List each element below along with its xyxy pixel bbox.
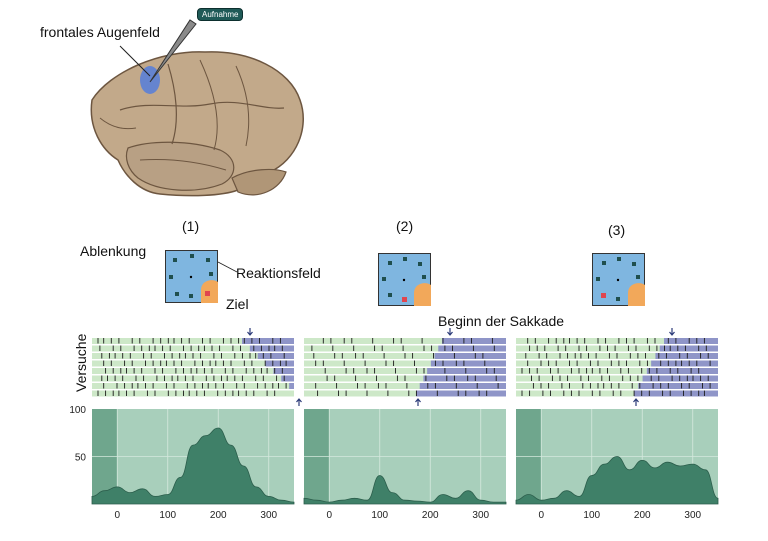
raster-row-before [516, 360, 718, 367]
x-tick-label: 100 [159, 510, 176, 521]
brain-area-label: frontales Augenfeld [40, 24, 160, 40]
panel-1-label: (1) [182, 218, 200, 234]
x-tick-label: 300 [260, 510, 277, 521]
raster-row-after [416, 390, 506, 397]
saccade-arrow-bottom [633, 398, 639, 406]
x-tick-label: 0 [326, 510, 332, 521]
raster-row-after [265, 360, 294, 367]
raster-row-after [664, 338, 718, 344]
raster-row-before [304, 345, 506, 352]
firing-rate-area [91, 427, 295, 505]
raster-row-before [92, 345, 294, 352]
saccade-onset-label: Beginn der Sakkade [438, 313, 565, 329]
x-tick-label: 0 [114, 510, 120, 521]
raster-row-before [516, 383, 718, 389]
x-tick-label: 200 [210, 510, 227, 521]
saccade-arrow-bottom [296, 398, 302, 406]
firing-rate-area [303, 475, 507, 505]
raster-row-before [516, 368, 718, 374]
y-tick-label: 50 [75, 453, 87, 464]
x-tick-label: 300 [684, 510, 701, 521]
firing-rate-area [515, 456, 719, 505]
display-3 [592, 253, 645, 306]
x-tick-label: 200 [634, 510, 651, 521]
raster-row-before [516, 390, 718, 397]
raster-row-after [257, 353, 294, 359]
raster-row-before [516, 338, 718, 344]
raster-row-after [281, 375, 294, 382]
raster-row-before [516, 375, 718, 382]
raster-row-before [92, 383, 294, 389]
raster-row-before [304, 368, 506, 374]
raster-row-after [273, 368, 294, 374]
x-tick-label: 300 [472, 510, 489, 521]
raster-row-after [634, 390, 718, 397]
raster-row-after [438, 345, 506, 352]
y-tick-label: 100 [69, 405, 86, 416]
saccade-arrow-top [447, 328, 453, 336]
raster-row-before [92, 368, 294, 374]
raster-row-before [92, 390, 294, 397]
target-label: Ziel [226, 296, 249, 312]
display-2 [378, 253, 431, 306]
raster-row-after [646, 368, 718, 374]
raster-row-after [651, 360, 718, 367]
raster-row-after [242, 338, 294, 344]
panel-2-label: (2) [396, 218, 414, 234]
x-tick-label: 100 [371, 510, 388, 521]
raster-row-after [423, 375, 506, 382]
raster-row-before [92, 360, 294, 367]
raster-row-after [659, 345, 718, 352]
saccade-arrow-bottom [415, 398, 421, 406]
x-tick-label: 200 [422, 510, 439, 521]
response-field-label: Reaktionsfeld [236, 265, 321, 281]
target-marker [205, 291, 210, 296]
raster-row-before [92, 338, 294, 344]
raster-row-before [304, 338, 506, 344]
recording-badge: Aufnahme [197, 8, 244, 21]
raster-row-before [304, 383, 506, 389]
raster-row-after [427, 368, 506, 374]
electrode-icon [149, 19, 197, 83]
raster-row-before [304, 390, 506, 397]
raster-row-after [289, 383, 294, 389]
display-1 [165, 250, 238, 303]
raster-row-before [304, 360, 506, 367]
raster-row-after [638, 383, 718, 389]
x-tick-label: 100 [583, 510, 600, 521]
raster-row-after [442, 338, 506, 344]
frontal-eye-field-area [140, 66, 160, 94]
saccade-arrow-top [669, 328, 675, 336]
x-tick-label: 0 [538, 510, 544, 521]
raster-row-after [419, 383, 506, 389]
target-marker [402, 297, 407, 302]
target-marker [601, 293, 606, 298]
panel-3-label: (3) [608, 222, 626, 238]
distractor-label: Ablenkung [80, 243, 147, 259]
raster-row-after [642, 375, 718, 382]
raster-row-after [249, 345, 294, 352]
raster-row-after [430, 360, 506, 367]
raster-row-before [516, 345, 718, 352]
raster-row-after [434, 353, 506, 359]
raster-row-after [655, 353, 718, 359]
saccade-arrow-top [247, 328, 253, 336]
